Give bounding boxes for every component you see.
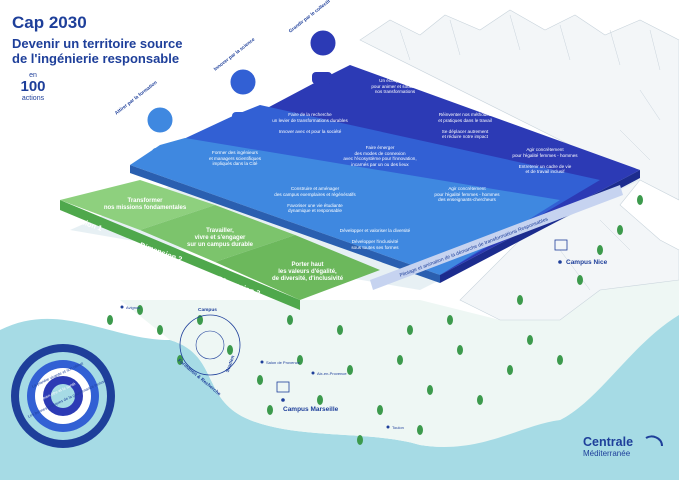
subtitle-line-1: Devenir un territoire source bbox=[12, 36, 183, 51]
plate-front-edge bbox=[130, 165, 440, 283]
place-aix: Aix-en-Provence bbox=[317, 371, 347, 376]
plate-attirer-handle bbox=[152, 148, 170, 160]
subtitle-line-2: de l'ingénierie responsable bbox=[12, 51, 180, 66]
page-subtitle: Devenir un territoire source de l'ingéni… bbox=[12, 36, 183, 66]
place-toulon: Toulon bbox=[392, 425, 404, 430]
green-terrace-2 bbox=[140, 205, 295, 262]
brand-name: Centrale bbox=[583, 435, 634, 449]
campus-circle bbox=[179, 314, 241, 376]
plate-text-row4-mid: Développer et valoriser la diversité Dév… bbox=[339, 228, 411, 250]
green-terrace-3 bbox=[215, 235, 380, 300]
pill-grandir-icon bbox=[309, 29, 337, 57]
brand-subname: Méditerranée bbox=[583, 449, 631, 458]
place-salon: Salon de Provence bbox=[266, 360, 300, 365]
brand-logo-icon bbox=[645, 435, 663, 447]
pill-innover-icon bbox=[229, 68, 257, 96]
plate-grandir-handle bbox=[312, 72, 332, 84]
ring-diagram bbox=[11, 344, 115, 448]
badge-number: 100 bbox=[20, 78, 46, 95]
pill-attirer-icon bbox=[146, 106, 174, 134]
actions-badge: en 100 actions bbox=[14, 72, 52, 102]
badge-suffix: actions bbox=[21, 95, 45, 102]
green-terrace-1 bbox=[60, 180, 215, 230]
place-marseille: Campus Marseille bbox=[283, 406, 339, 413]
city-markers bbox=[120, 260, 562, 429]
brand-logo: Centrale Méditerranée bbox=[583, 436, 633, 459]
marseille-building-icon bbox=[276, 381, 290, 393]
forest-trees bbox=[107, 195, 643, 445]
green-edge bbox=[60, 200, 300, 310]
page-title: Cap 2030 bbox=[12, 13, 87, 32]
plate-attirer bbox=[130, 138, 560, 275]
ribbon-band bbox=[370, 185, 623, 290]
place-nice: Campus Nice bbox=[566, 259, 608, 266]
campus-label: Campus bbox=[198, 308, 217, 313]
mountain-hatching bbox=[399, 14, 661, 291]
place-avignon: Avignon bbox=[126, 305, 141, 310]
plate-innover-handle bbox=[232, 112, 252, 124]
nice-building-icon bbox=[554, 239, 568, 251]
campus-circle-inner bbox=[195, 330, 225, 360]
badge-prefix: en bbox=[29, 72, 37, 79]
sea bbox=[0, 310, 679, 480]
